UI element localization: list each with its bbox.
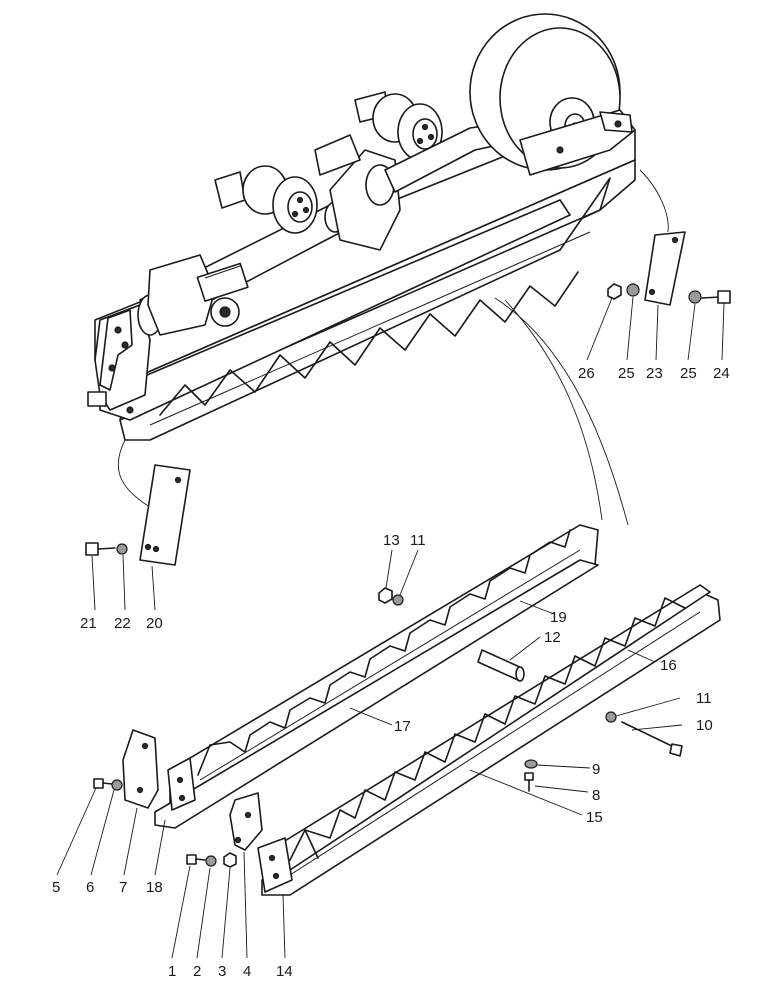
callout-11-upper: 11 [410,532,426,549]
bolt-1 [186,854,206,865]
bolt-8 [524,772,534,792]
front-end-bracket-18 [167,757,196,811]
callout-21: 21 [80,615,97,632]
callout-2: 2 [193,963,201,980]
bolt-10 [621,721,683,757]
callout-14: 14 [276,963,293,980]
washer-11b [605,711,617,723]
callout-1: 1 [168,963,176,980]
nut-13 [378,587,393,604]
washer-9 [524,759,538,769]
nut-3 [223,852,237,868]
callout-24: 24 [713,365,730,382]
callout-19: 19 [550,609,567,626]
callout-26: 26 [578,365,595,382]
callout-13: 13 [383,532,400,549]
washer-6 [111,779,123,791]
washer-25b [688,290,702,304]
washer-25a [626,283,640,297]
guard-plate-23 [644,231,686,306]
callout-25-right: 25 [680,365,697,382]
callout-7: 7 [119,879,127,896]
callout-16: 16 [660,657,677,674]
front-end-bracket-14 [257,837,293,893]
nut-26 [607,283,622,300]
side-plate-7 [122,729,159,809]
carrier-roller-left [214,165,318,234]
bolt-5 [93,778,113,789]
guard-plate-20 [139,464,191,566]
pin-12 [477,649,525,682]
washer-11a [392,594,404,606]
callout-23: 23 [646,365,663,382]
callout-6: 6 [86,879,94,896]
callout-25-left: 25 [618,365,635,382]
callout-12: 12 [544,629,561,646]
callout-18: 18 [146,879,163,896]
callout-17: 17 [394,718,411,735]
callout-10: 10 [696,717,713,734]
callout-9: 9 [592,761,600,778]
bolt-24 [701,290,731,304]
callout-11-lower: 11 [696,690,712,707]
bolt-21 [85,542,116,556]
washer-2 [205,855,217,867]
callout-8: 8 [592,787,600,804]
track-frame-assembly [87,13,636,441]
callout-15: 15 [586,809,603,826]
callout-20: 20 [146,615,163,632]
callout-5: 5 [52,879,60,896]
callout-labels: 1 2 3 4 5 6 7 8 9 10 11 11 12 13 14 15 1… [52,365,730,980]
upper-guard-rail [154,524,599,829]
side-plate-4 [229,792,263,851]
washer-22 [116,543,128,555]
callout-4: 4 [243,963,251,980]
callout-3: 3 [218,963,226,980]
leader-lines [56,296,725,959]
callout-22: 22 [114,615,131,632]
